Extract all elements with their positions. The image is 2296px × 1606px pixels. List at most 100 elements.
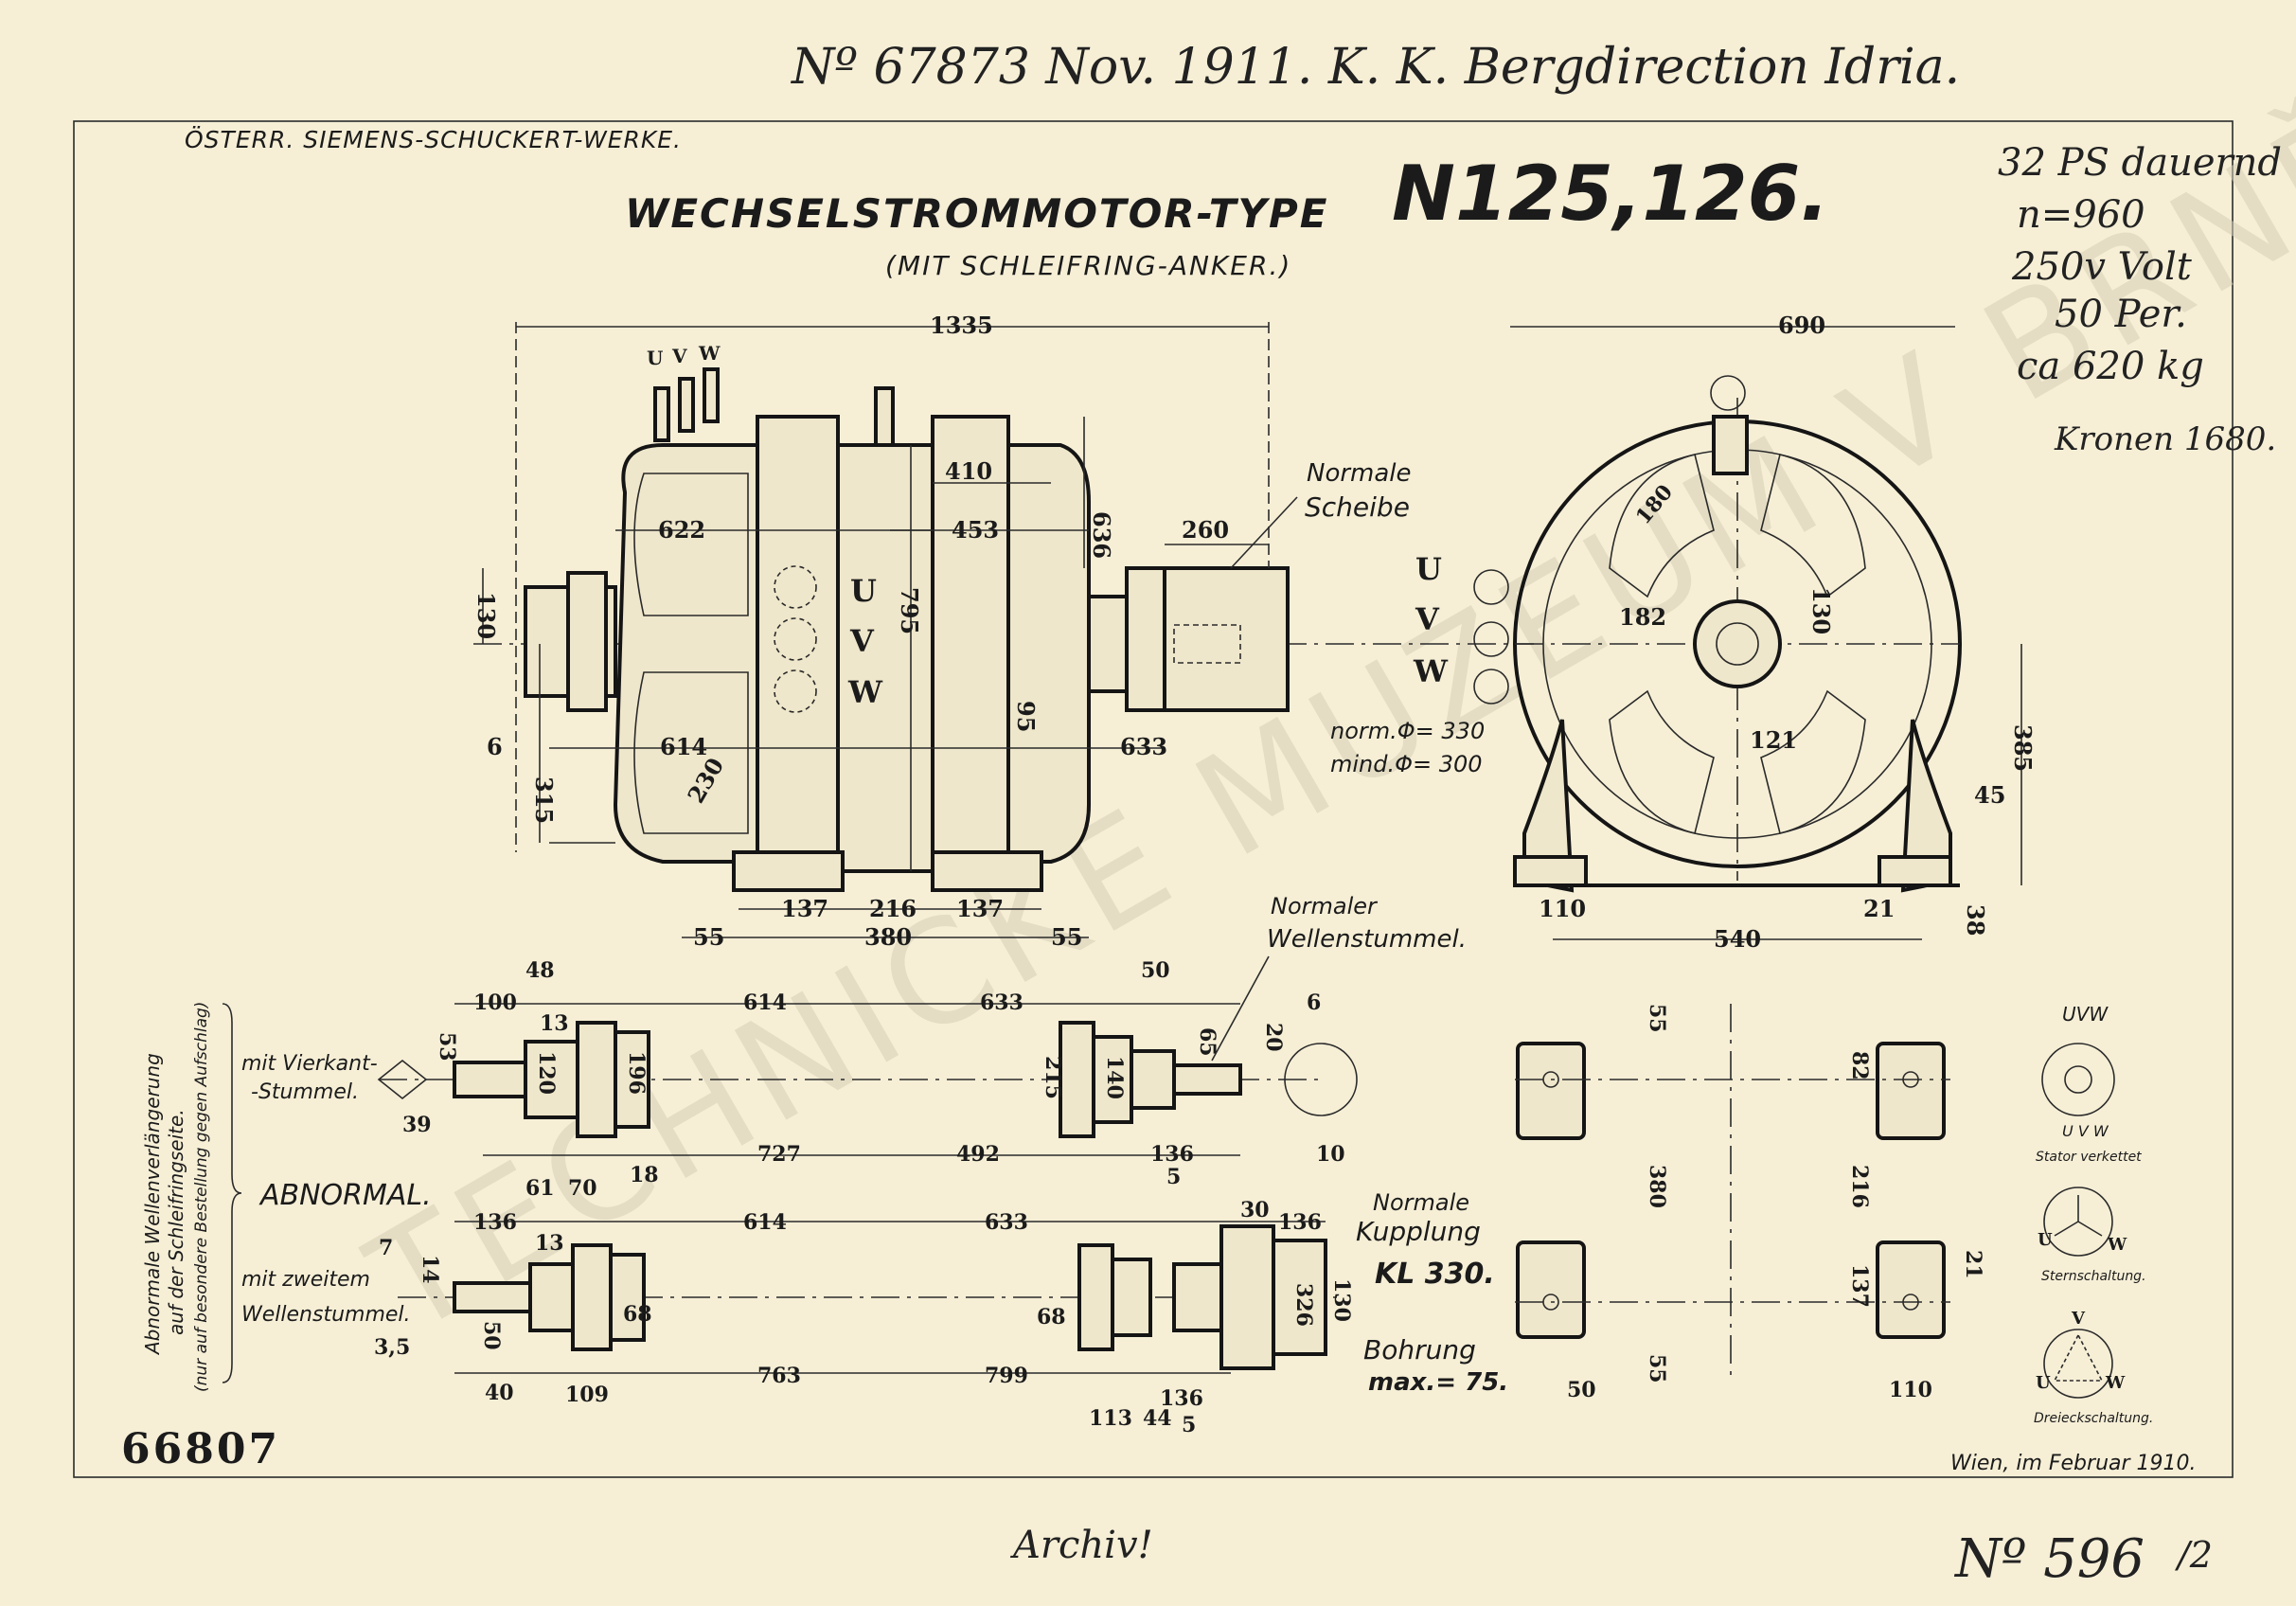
dim-50-s2: 50 [479,1321,504,1350]
drawing-frame [73,120,2234,1478]
dim-140: 140 [1102,1056,1127,1099]
side-note-line3: (nur auf besondere Bestellung gegen Aufs… [192,1002,211,1392]
shaft-variant-1: 48 100 13 614 633 50 6 53 120 196 215 14… [241,893,1467,1201]
delta-u-label: U [2036,1373,2051,1393]
dim-110-b: 110 [1889,1378,1932,1402]
dim-492: 492 [956,1142,1000,1167]
dim-48: 48 [525,958,555,983]
handwritten-sheet-sub: /2 [2174,1534,2213,1576]
spec-voltage: 250v Volt [2011,245,2193,289]
foot-right [931,850,1043,892]
star-symbol [2043,1187,2113,1257]
dim-690: 690 [1778,312,1825,339]
lifting-post [1712,415,1749,475]
dim-1335: 1335 [930,312,993,339]
dim-799: 799 [985,1364,1028,1388]
terminal-circle-w [774,669,817,713]
dim-540: 540 [1714,925,1761,953]
dim-633-s1: 633 [980,990,1023,1015]
left-window-lower [633,671,749,834]
slipring-collar [566,571,608,712]
dim-130: 130 [472,592,500,639]
side-w-label: W [1413,653,1449,689]
side-base-pad-left [1513,855,1588,887]
second-shaft-stub [453,1281,532,1313]
terminal-circle-v [774,617,817,661]
front-v-label: V [849,623,875,659]
base-pad-tr [1876,1042,1946,1140]
terminal-u-label: U [647,347,663,369]
company-name: ÖSTERR. SIEMENS-SCHUCKERT-WERKE. [185,126,682,153]
front-w-label: W [847,674,883,710]
side-window-4 [1760,689,1866,834]
dreieckschaltung-label: Dreieckschaltung. [2034,1411,2153,1426]
dim-136-s2c: 136 [1160,1386,1203,1411]
dim-137-b: 137 [1847,1264,1872,1308]
dim-18: 18 [630,1163,659,1187]
side-hub [1693,599,1782,688]
label-normale-k: Normale [1373,1189,1469,1216]
label-mit-vierkant: mit Vierkant- [241,1052,378,1076]
dim-385: 385 [2009,724,2037,772]
dim-13-s2: 13 [535,1231,564,1256]
base-plan: 55 82 380 216 21 137 55 50 110 [1515,1004,1985,1402]
front-u-label: U [850,573,877,609]
label-abnormal: ABNORMAL. [258,1179,432,1212]
dim-7: 7 [379,1236,393,1260]
spec-weight: ca 620 kg [2017,345,2204,388]
side-foot-left [1522,719,1575,893]
dim-109: 109 [565,1383,609,1407]
date-line: Wien, im Februar 1910. [1950,1452,2197,1475]
side-window-3 [1609,689,1715,834]
stator-verkettet-label: Stator verkettet [2036,1150,2142,1165]
dim-21-b: 21 [1961,1250,1985,1279]
terminal-v-label: V [671,345,687,367]
side-note-line2: auf der Schleifringseite. [165,1109,187,1335]
dim-3-5: 3,5 [374,1335,410,1360]
stator-symbol [2041,1043,2115,1116]
pulley [1163,566,1290,712]
side-v-label: V [1415,601,1440,637]
dim-727: 727 [757,1142,801,1167]
dim-614-s2: 614 [743,1210,787,1235]
dim-14: 14 [418,1255,442,1284]
dim-5-s2: 5 [1182,1413,1196,1437]
label-mit-zweitem: mit zweitem [241,1268,370,1292]
delta-w-label: W [2105,1373,2126,1393]
right-end-shield [1006,443,1091,864]
label-kupplung: Kupplung [1356,1216,1481,1247]
dim-55-b2: 55 [1645,1354,1669,1383]
handwritten-specs: 32 PS dauernd n=960 250v Volt 50 Per. ca… [1998,141,2282,458]
base-pad-bl [1516,1240,1586,1339]
dim-6: 6 [487,733,503,760]
sternschaltung-label: Sternschaltung. [2041,1269,2146,1284]
dim-216-b: 216 [1847,1165,1872,1208]
foot-left [732,850,845,892]
dim-260: 260 [1182,516,1229,544]
left-window-upper [633,473,749,616]
star-u-label: U [2038,1230,2053,1250]
dim-20: 20 [1261,1023,1286,1052]
dim-633-s2: 633 [985,1210,1028,1235]
dim-82: 82 [1847,1051,1872,1080]
dim-38: 38 [1962,904,1989,936]
lifting-eye-front [874,386,895,447]
handwritten-sheet-no: Nº 596 [1953,1528,2145,1590]
label-norm-phi: norm.Φ= 330 [1330,718,1485,744]
dim-6-s1: 6 [1307,990,1321,1015]
shaft-variant-2: 136 13 614 633 30 136 7 14 3,5 50 68 68 … [241,1189,1508,1437]
uvw-top-label: UVW [2062,1003,2109,1026]
dim-795: 795 [896,587,923,634]
normal-shaft-stub [1172,1063,1242,1096]
handwritten-archiv: Archiv! [1009,1524,1153,1567]
pulley-bore [1173,624,1241,664]
bearing-right [1087,595,1129,693]
drawing-title: WECHSELSTROMMOTOR-TYPE [625,190,1328,237]
dim-130-s2: 130 [1329,1278,1354,1322]
spec-frequency: 50 Per. [2055,293,2187,336]
dim-453: 453 [952,516,999,544]
dim-95: 95 [1012,701,1040,732]
dim-326: 326 [1291,1283,1316,1327]
motor-type: N125,126. [1392,150,1829,238]
